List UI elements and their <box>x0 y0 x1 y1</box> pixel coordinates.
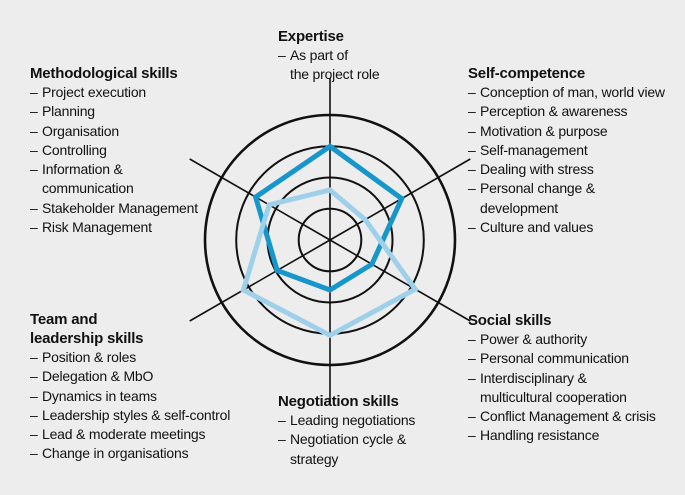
list-item-text: Position & roles <box>42 349 137 365</box>
list-item-text: strategy <box>290 450 339 467</box>
list-item-text: Lead & moderate meetings <box>42 426 206 443</box>
title-line: Expertise <box>278 28 344 45</box>
list-item-text: Conception of man, world view <box>480 84 665 100</box>
title-line: Methodological skills <box>30 65 178 82</box>
list-item: Power & authority <box>468 330 656 350</box>
list-item-text: Dynamics in teams <box>42 387 157 404</box>
list-item: Interdisciplinary & multicultural coopera… <box>468 369 656 408</box>
list-item: Conflict Management & crisis <box>468 407 656 427</box>
social-skills-title: Social skills <box>468 311 656 330</box>
list-item-text: Risk Management <box>42 219 152 236</box>
list-item: Planning <box>30 102 198 122</box>
self-competence-list: Conception of man, world viewPerception … <box>468 83 665 238</box>
list-item: Risk Management <box>30 218 198 238</box>
list-item: Information & communication <box>30 160 198 199</box>
list-item: Stakeholder Management <box>30 199 198 219</box>
list-item-text: Perception & awareness <box>480 103 628 120</box>
radar-series-polygon-2 <box>240 187 419 339</box>
self-competence-title: Self-competence <box>468 64 665 83</box>
list-item-text: Stakeholder Management <box>42 199 198 216</box>
list-item-text: development <box>480 199 558 216</box>
methodological-skills-block: Methodological skills Project executionP… <box>30 64 198 238</box>
negotiation-skills-block: Negotiation skills Leading negotiationsN… <box>278 392 415 469</box>
methodological-skills-title: Methodological skills <box>30 64 198 83</box>
list-item: Leadership styles & self-control <box>30 406 231 426</box>
list-item-text: Power & authority <box>480 331 588 347</box>
list-item-text: Controlling <box>42 141 107 158</box>
radar-spoke <box>189 158 331 241</box>
list-item-text: Change in organisations <box>42 445 189 462</box>
list-item: Change in organisations <box>30 444 230 464</box>
list-item: Handling resistance <box>468 426 656 446</box>
team-leadership-block: Team and leadership skills Position & rol… <box>30 310 230 464</box>
list-item: Self-management <box>468 141 665 161</box>
social-skills-block: Social skills Power & authorityPersonal … <box>468 311 656 446</box>
title-line: Self-competence <box>468 65 586 82</box>
list-item: Culture and values <box>468 218 665 238</box>
negotiation-skills-list: Leading negotiationsNegotiation cycle & s… <box>278 411 415 469</box>
list-item-text: Interdisciplinary & <box>480 369 587 386</box>
list-item-text: Negotiation cycle & <box>290 431 407 448</box>
list-item-text: Personal communication <box>480 350 629 367</box>
list-item-text: Self-management <box>480 141 588 158</box>
social-skills-list: Power & authorityPersonal communicationI… <box>468 330 656 446</box>
list-item: Conception of man, world view <box>468 83 665 103</box>
list-item: Controlling <box>30 141 198 161</box>
list-item: Organisation <box>30 122 198 142</box>
expertise-title: Expertise <box>278 27 379 46</box>
expertise-block: Expertise As part of the project role <box>278 27 380 85</box>
list-item-text: Leading negotiations <box>290 412 416 428</box>
team-leadership-list: Position & rolesDelegation & MbO Dynamics… <box>30 348 230 464</box>
list-item: Position & roles <box>30 348 230 368</box>
self-competence-block: Self-competence Conception of man, world… <box>468 64 665 238</box>
list-item-text: Conflict Management & crisis <box>480 408 656 425</box>
list-item-text: Handling resistance <box>480 427 600 444</box>
radar-spoke <box>189 239 331 322</box>
negotiation-skills-title: Negotiation skills <box>278 392 415 411</box>
list-item-text: As part of <box>290 47 348 63</box>
list-item: Negotiation cycle & strategy <box>278 430 415 469</box>
list-item-text: Information & <box>42 161 123 178</box>
list-item: As part of the project role <box>278 46 380 85</box>
list-item: Motivation & purpose <box>468 122 665 142</box>
title-line: Social skills <box>468 312 552 329</box>
list-item: Leading negotiations <box>278 411 416 431</box>
list-item: Dealing with stress <box>468 160 665 180</box>
list-item-text: Organisation <box>42 122 119 139</box>
list-item: Dynamics in teams <box>30 387 230 407</box>
radar-series-polygon-1 <box>252 143 405 293</box>
title-line: Negotiation skills <box>278 393 399 410</box>
list-item-text: Motivation & purpose <box>480 122 608 139</box>
radar-ring <box>297 207 363 273</box>
list-item: Project execution <box>30 83 198 103</box>
radar-ring <box>203 113 457 367</box>
title-line: Team and <box>30 311 98 328</box>
list-item-text: Project execution <box>42 84 146 100</box>
methodological-skills-list: Project executionPlanningOrganisationCon… <box>30 83 198 238</box>
list-item: Personal communication <box>468 349 656 369</box>
list-item-text: Leadership styles & self-control <box>42 406 231 423</box>
radar-spoke <box>329 239 471 322</box>
list-item: Perception & awareness <box>468 102 665 122</box>
list-item-text: Dealing with stress <box>480 161 594 178</box>
team-leadership-title: Team and leadership skills <box>30 310 230 348</box>
list-item-text: Personal change & <box>480 180 595 197</box>
expertise-list: As part of the project role <box>278 46 380 85</box>
list-item-text: the project role <box>290 66 380 83</box>
list-item: Personal change & development <box>468 179 665 218</box>
list-item-text: Delegation & MbO <box>42 368 154 385</box>
title-line: leadership skills <box>30 330 144 347</box>
list-item-text: communication <box>42 180 134 197</box>
list-item-text: multicultural cooperation <box>480 388 627 405</box>
list-item: Lead & moderate meetings <box>30 425 230 445</box>
list-item: Delegation & MbO <box>30 367 230 387</box>
list-item-text: Culture and values <box>480 219 594 236</box>
list-item-text: Planning <box>42 103 95 120</box>
